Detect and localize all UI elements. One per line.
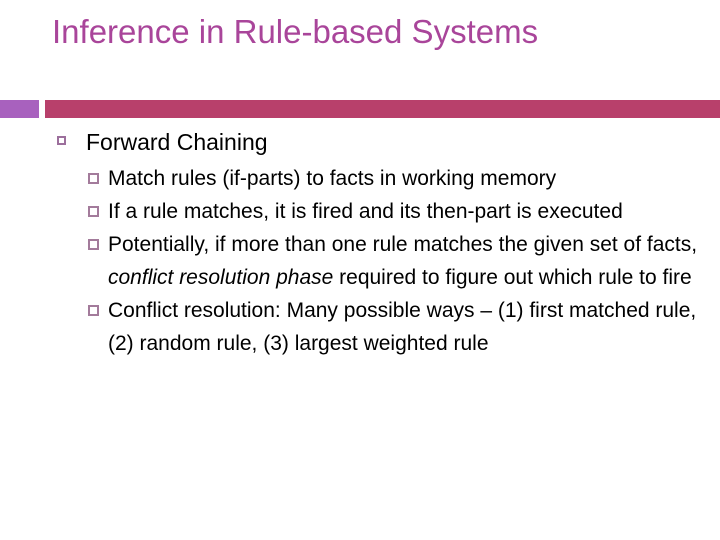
bullet-level1-forward-chaining: Forward Chaining xyxy=(0,126,720,158)
slide-body: Forward Chaining Match rules (if-parts) … xyxy=(0,126,720,360)
bullet-level2-label-1: If a rule matches, it is fired and its t… xyxy=(108,195,702,228)
bullet-text-post: required to figure out which rule to fir… xyxy=(333,266,692,289)
bullet-text-pre: Potentially, if more than one rule match… xyxy=(108,233,698,256)
bullet-level2-label-0: Match rules (if-parts) to facts in worki… xyxy=(108,162,702,195)
title-area: Inference in Rule-based Systems xyxy=(0,0,720,118)
list-item: Conflict resolution: Many possible ways … xyxy=(0,294,720,360)
bullet-text-emphasis: conflict resolution phase xyxy=(108,266,334,289)
hollow-square-bullet-icon xyxy=(88,239,99,250)
bullet-text-pre: Match rules (if-parts) to facts in worki… xyxy=(108,167,557,190)
hollow-square-bullet-icon xyxy=(57,136,66,145)
bullet-text-pre: Conflict resolution: Many possible ways … xyxy=(108,299,697,355)
bullet-text-pre: If a rule matches, it is fired and its t… xyxy=(108,200,623,223)
bullet-level2-label-2: Potentially, if more than one rule match… xyxy=(108,228,702,294)
accent-bar-divider xyxy=(45,100,720,118)
hollow-square-bullet-icon xyxy=(88,173,99,184)
page-title: Inference in Rule-based Systems xyxy=(52,13,539,50)
list-item: Match rules (if-parts) to facts in worki… xyxy=(0,162,720,195)
bullet-level1-label: Forward Chaining xyxy=(86,129,268,155)
bullet-level2-label-3: Conflict resolution: Many possible ways … xyxy=(108,294,702,360)
accent-block-left xyxy=(0,100,39,118)
list-item: If a rule matches, it is fired and its t… xyxy=(0,195,720,228)
list-item: Potentially, if more than one rule match… xyxy=(0,228,720,294)
hollow-square-bullet-icon xyxy=(88,305,99,316)
hollow-square-bullet-icon xyxy=(88,206,99,217)
